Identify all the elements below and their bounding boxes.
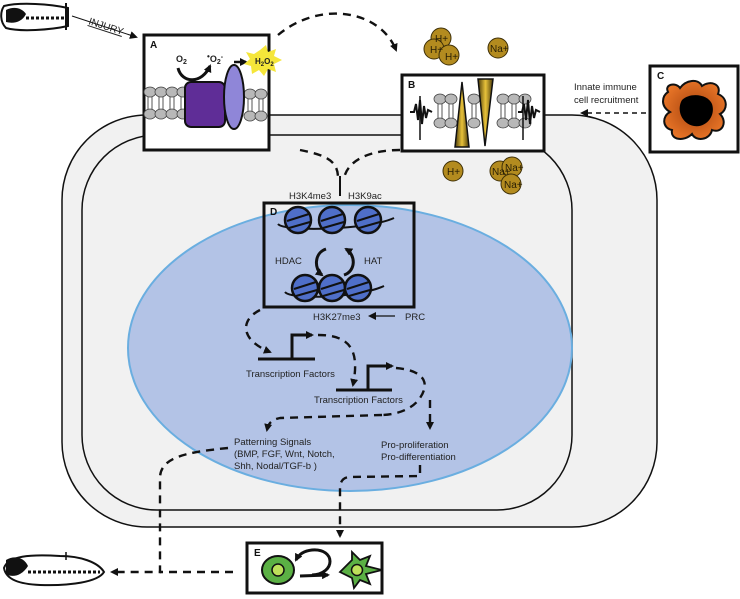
lipid-head	[444, 93, 458, 105]
nox-enzyme	[184, 81, 226, 128]
lipid-head	[467, 93, 481, 105]
tf2-gene	[336, 362, 394, 392]
o2-label: O2	[176, 54, 187, 66]
regenerated-larva-icon	[2, 552, 106, 587]
patterning-line2: (BMP, FGF, Wnt, Notch,	[234, 449, 335, 460]
svg-text:Na+: Na+	[492, 167, 511, 178]
arrow-tf1-to-tf2	[317, 333, 359, 387]
nucleus	[127, 204, 573, 492]
self-renewal-arrow	[294, 548, 332, 577]
lipid-head	[507, 117, 521, 129]
progenitor-nucleus	[271, 563, 285, 577]
injury-label: INJURY	[87, 16, 125, 38]
lipid-head	[243, 88, 257, 100]
panel-c-letter: C	[657, 71, 664, 82]
differentiation-arrow	[299, 571, 330, 580]
hat-arrow	[343, 247, 355, 277]
svg-text:Na+: Na+	[505, 163, 524, 174]
h3k9ac-label: H3K9ac	[348, 191, 382, 202]
lipid-head	[243, 110, 257, 122]
h2o2-burst-icon	[244, 45, 282, 76]
arrow-to-patterning	[264, 413, 383, 432]
svg-text:H+: H+	[445, 52, 458, 63]
h3k4me3-label: H3K4me3	[289, 191, 331, 202]
panel-e: E	[245, 541, 384, 595]
panel-d-letter: D	[270, 207, 277, 218]
lipid-head	[165, 108, 179, 120]
lipid-head	[496, 117, 510, 129]
lipid-head	[154, 86, 168, 98]
panel-d: H3K4me3 H3K9ac D HDAC HAT H3K27me3 PRC	[262, 191, 425, 323]
wave-left-icon	[410, 99, 433, 125]
svg-text:Na+: Na+	[504, 180, 523, 191]
lipid-head	[165, 86, 179, 98]
panel-e-letter: E	[254, 548, 261, 559]
ions-top: H+ H+ H+ Na+	[423, 27, 509, 66]
panel-c: C	[648, 64, 740, 154]
h3k27me3-label: H3K27me3	[313, 312, 361, 323]
ion-channel-1	[454, 81, 470, 148]
ions-bottom: H+ Na+ Na+ Na+	[442, 156, 524, 195]
lipid-head	[143, 108, 157, 120]
svg-text:H+: H+	[435, 34, 448, 45]
svg-text:H+: H+	[430, 45, 443, 56]
injured-larva-icon	[0, 2, 69, 32]
lipid-head	[433, 117, 447, 129]
arrow-chromatin-to-tf1	[244, 308, 272, 354]
patterning-line1: Patterning Signals	[234, 437, 311, 448]
neuron-nucleus	[350, 563, 364, 577]
panel-a: A O2 •O2- H2O2	[142, 33, 282, 152]
hdac-arrow	[314, 247, 327, 277]
patterning-line3: Shh, Nodal/TGF-b )	[234, 461, 317, 472]
macrophage-nucleus	[679, 95, 713, 127]
arrow-a-to-b	[277, 12, 398, 52]
closed-chromatin	[284, 273, 385, 303]
h2o2-label: H2O2	[255, 57, 274, 68]
hat-label: HAT	[364, 256, 382, 267]
superoxide-label: •O2-	[207, 52, 224, 66]
arrow-tf2-loop	[379, 366, 426, 417]
panel-b: B	[400, 73, 546, 153]
lipid-bilayer-a	[143, 86, 268, 122]
o2-conversion-arrow	[176, 64, 212, 82]
arrow-b-to-nucleus	[342, 148, 401, 179]
open-chromatin	[277, 205, 395, 235]
cell-inner-membrane	[81, 134, 573, 511]
lipid-head	[496, 93, 510, 105]
arrow-proliferation-to-e	[336, 465, 422, 538]
lipid-head	[254, 110, 268, 122]
lipid-head	[507, 93, 521, 105]
tf1-label: Transcription Factors	[246, 369, 335, 380]
tf2-label: Transcription Factors	[314, 395, 403, 406]
arrow-a-to-nucleus	[299, 148, 340, 179]
arrow-patterning-to-larva	[110, 446, 229, 576]
prc-label: PRC	[405, 312, 425, 323]
pro-differentiation-label: Pro-differentiation	[381, 452, 456, 463]
lipid-head	[154, 108, 168, 120]
lipid-bilayer-b	[433, 93, 532, 129]
tf1-gene	[258, 331, 315, 361]
lipid-head	[444, 117, 458, 129]
lipid-head	[143, 86, 157, 98]
injury-arrow	[71, 15, 138, 39]
lipid-head	[433, 93, 447, 105]
svg-text:Na+: Na+	[490, 44, 509, 55]
nox-subunit	[223, 64, 245, 130]
pro-proliferation-label: Pro-proliferation	[381, 440, 449, 451]
panel-b-letter: B	[408, 80, 415, 91]
chromatin-box	[262, 201, 416, 309]
ion-channel-2	[477, 78, 494, 147]
immune-caption-line2: cell recruitment	[574, 95, 639, 106]
panel-a-letter: A	[150, 40, 157, 51]
lipid-head	[254, 88, 268, 100]
svg-text:H+: H+	[447, 167, 460, 178]
immune-caption-line1: Innate immune	[574, 82, 637, 93]
hdac-label: HDAC	[275, 256, 302, 267]
lipid-head	[467, 117, 481, 129]
